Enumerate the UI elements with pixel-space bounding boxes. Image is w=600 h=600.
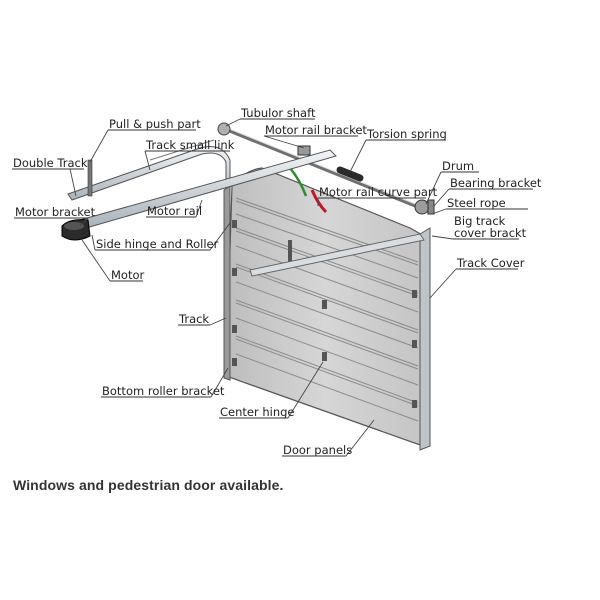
label-track-cover: Track Cover xyxy=(456,256,525,270)
track-system xyxy=(61,139,337,241)
side-frame-left xyxy=(223,185,231,381)
label-big-track-line1: Big track xyxy=(454,214,506,228)
label-big-track-line2: cover brackt xyxy=(454,226,527,240)
label-pull-push-part: Pull & push part xyxy=(109,117,201,131)
labels: Tubulor shaft Pull & push part Motor rai… xyxy=(13,106,542,457)
label-track-small-link: Track small link xyxy=(145,138,235,152)
label-steel-rope: Steel rope xyxy=(447,196,506,210)
label-motor-bracket: Motor bracket xyxy=(15,205,96,219)
door-arm xyxy=(249,233,425,277)
label-bottom-roller-bracket: Bottom roller bracket xyxy=(102,384,225,398)
label-tubular-shaft: Tubulor shaft xyxy=(240,106,316,120)
caption: Windows and pedestrian door available. xyxy=(13,477,284,493)
label-torsion-spring: Torsion spring xyxy=(366,127,447,141)
label-motor-rail-bracket: Motor rail bracket xyxy=(265,123,367,137)
label-motor-rail-curve-part: Motor rail curve part xyxy=(319,185,438,199)
label-center-hinge: Center hinge xyxy=(220,405,295,419)
steel-rope-red xyxy=(310,189,328,214)
label-bearing-bracket: Bearing bracket xyxy=(450,176,542,190)
torsion-spring xyxy=(336,166,364,182)
motor-rail-bracket xyxy=(297,145,311,156)
label-door-panels: Door panels xyxy=(283,443,352,457)
label-track: Track xyxy=(178,312,209,326)
leader-lines xyxy=(12,118,533,457)
pull-push-part xyxy=(87,159,93,197)
shaft-assembly xyxy=(217,122,435,215)
label-drum: Drum xyxy=(442,159,474,173)
bearing-bracket xyxy=(427,199,435,215)
door-panels-assembly xyxy=(223,167,431,451)
label-motor: Motor xyxy=(111,268,145,282)
hinges xyxy=(232,220,417,408)
label-double-track: Double Track xyxy=(13,156,88,170)
steel-rope-green xyxy=(289,167,308,197)
label-motor-rail: Motor rail xyxy=(147,204,202,218)
track-cover-right xyxy=(419,227,431,451)
label-side-hinge-roller: Side hinge and Roller xyxy=(96,237,219,251)
